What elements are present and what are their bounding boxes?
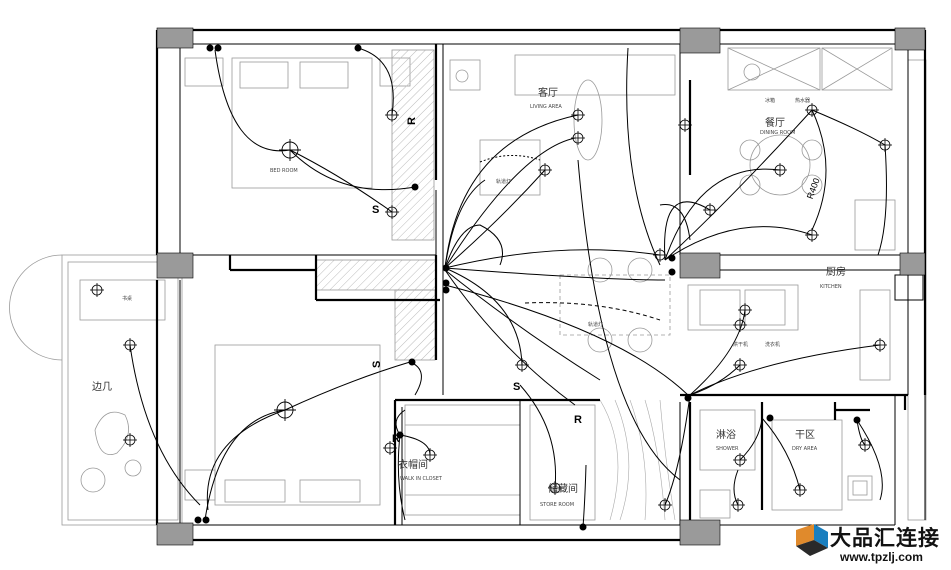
- room-closet-en: WALK IN CLOSET: [400, 476, 443, 482]
- radius-annotation: R400: [805, 177, 822, 201]
- room-shower-en: SHOWER: [716, 446, 739, 452]
- room-shower-cn: 淋浴: [716, 428, 736, 441]
- label-washing-machine: 洗衣机: [765, 341, 780, 348]
- room-closet-cn: 衣帽间: [398, 458, 428, 471]
- junction-points: [194, 44, 861, 531]
- label-track-light-1: 轨道灯: [496, 178, 511, 185]
- fixture-labels: 冰箱 热水器 轨道灯 轨道灯 洗衣机 烘干机 书桌 边几: [92, 97, 810, 393]
- room-bedroom-en: BED ROOM: [270, 168, 298, 174]
- room-living-en: LIVING AREA: [530, 104, 562, 110]
- switch-symbol-r: R: [574, 414, 582, 426]
- ceiling-light-icon: [792, 482, 808, 498]
- label-fridge: 冰箱: [765, 97, 775, 104]
- ceiling-light-icon: [570, 130, 586, 146]
- label-side-table: 边几: [92, 381, 112, 393]
- wardrobe-corridor: [315, 259, 437, 291]
- ceiling-light-icon: [514, 357, 530, 373]
- dining-table: [749, 134, 811, 196]
- label-bookcase: 书桌: [122, 295, 132, 302]
- switch-symbol-r: R: [392, 433, 400, 445]
- wood-floor: [599, 399, 676, 521]
- room-dry-cn: 干区: [795, 429, 815, 441]
- room-store-en: STORE ROOM: [540, 502, 574, 508]
- switch-symbol-r: R: [406, 117, 418, 125]
- switch-symbol-s: S: [513, 381, 520, 393]
- ceiling-light-icon: [122, 432, 138, 448]
- room-dining-en: DINING ROOM: [760, 130, 795, 136]
- ceiling-light-icon: [772, 162, 788, 178]
- ceiling-light-icon: [570, 107, 586, 123]
- watermark: 大品汇连接 www.tpzlj.com: [790, 518, 950, 568]
- ceiling-light-icon: [857, 437, 873, 453]
- room-kitchen-en: KITCHEN: [820, 284, 842, 290]
- walls: [155, 28, 927, 542]
- room-store-cn: 储藏间: [548, 482, 578, 495]
- room-dry-en: DRY AREA: [792, 446, 818, 452]
- ceiling-light-icon: [872, 337, 888, 353]
- room-labels: 客厅 LIVING AREA 餐厅 DINING ROOM 厨房 KITCHEN…: [270, 86, 846, 508]
- brand-logo-icon: [796, 524, 828, 556]
- ceiling-light-icon: [804, 227, 820, 243]
- ceiling-light-icon: [730, 497, 746, 513]
- switch-symbol-s: S: [371, 361, 383, 368]
- switch-symbol-s: S: [372, 204, 379, 216]
- watermark-url: www.tpzlj.com: [840, 550, 923, 564]
- structural-columns: [156, 27, 926, 546]
- bed-top-bedroom: [231, 57, 373, 189]
- sofa-living: [514, 54, 676, 96]
- wardrobe-top: [391, 49, 435, 241]
- label-water-heater: 热水器: [795, 97, 810, 104]
- watermark-name: 大品汇连接: [830, 526, 940, 550]
- label-dryer: 烘干机: [733, 341, 748, 348]
- ceiling-light-icon: [89, 282, 105, 298]
- ceiling-light-icon: [122, 337, 138, 353]
- room-kitchen-cn: 厨房: [826, 265, 846, 278]
- ceiling-light-icon: [273, 398, 297, 422]
- bed-bottom-bedroom: [214, 344, 381, 506]
- wiring: [129, 47, 887, 528]
- room-dining-cn: 餐厅: [765, 116, 785, 129]
- ceiling-light-icon: [877, 137, 893, 153]
- room-living-cn: 客厅: [538, 86, 558, 99]
- ceiling-light-icon: [702, 202, 718, 218]
- furniture-layer: [9, 47, 927, 526]
- label-track-light-2: 轨道灯: [588, 321, 603, 328]
- ceiling-light-icon: [657, 497, 673, 513]
